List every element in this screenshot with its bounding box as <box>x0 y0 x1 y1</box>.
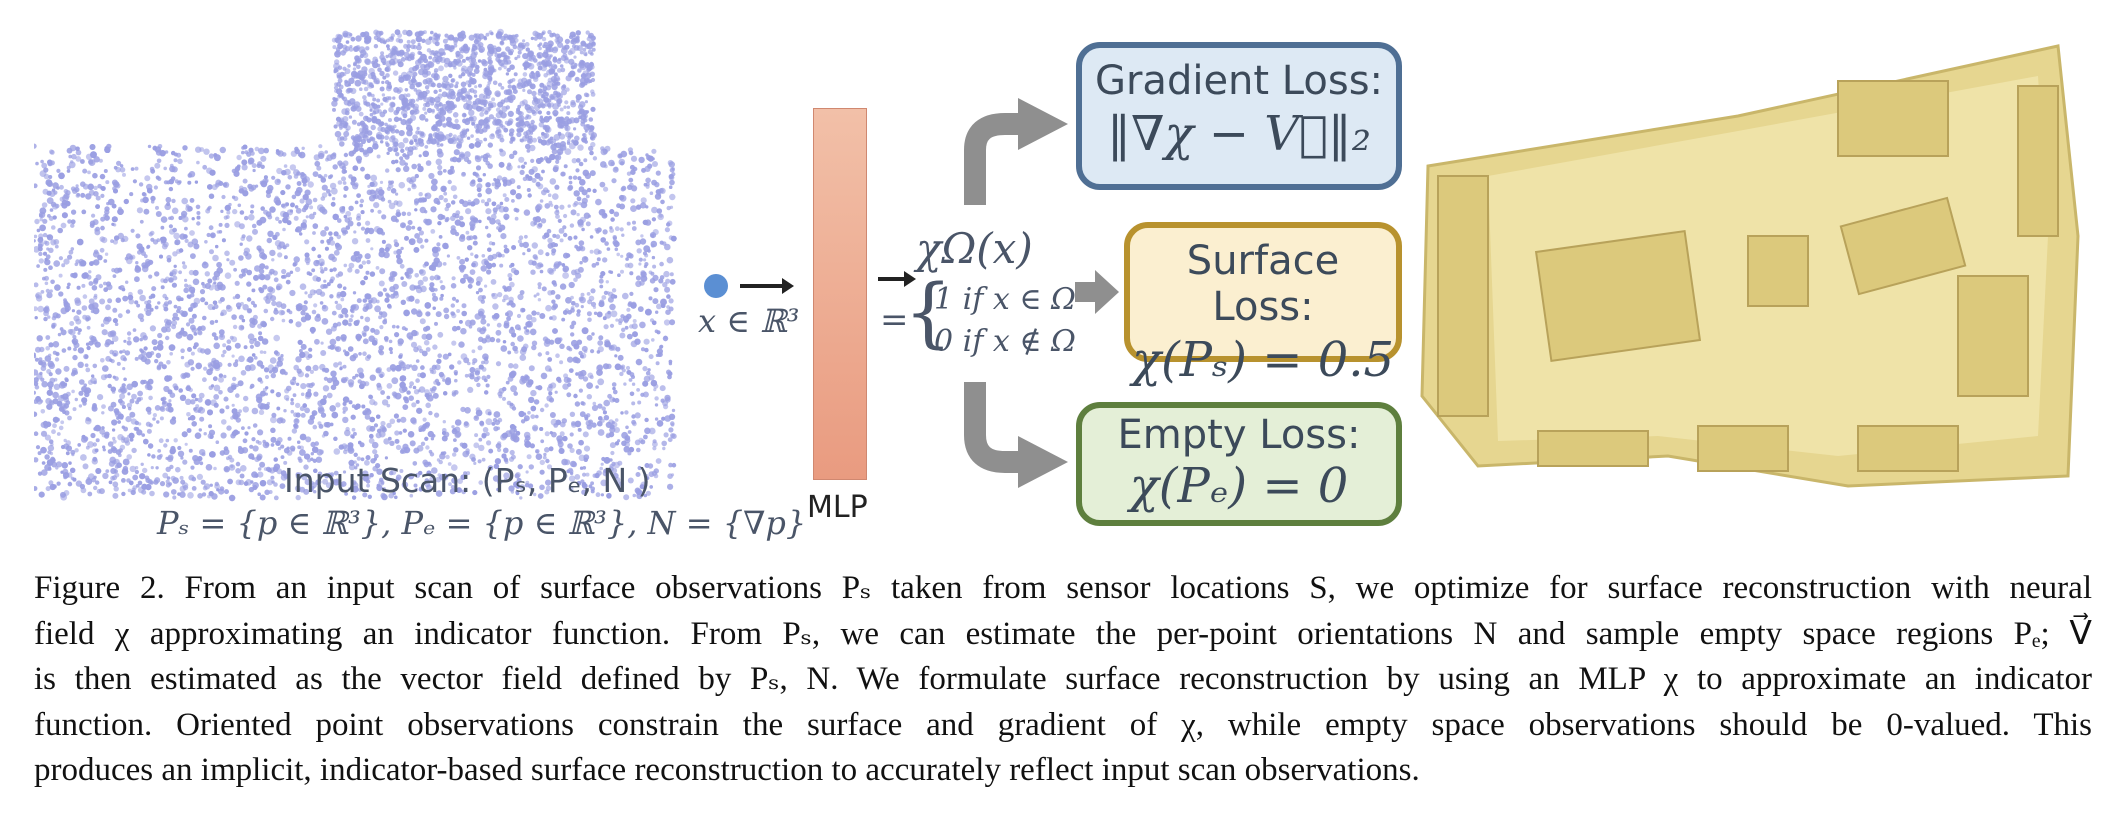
input-point-dot <box>704 274 728 298</box>
empty-loss-title: Empty Loss: <box>1117 412 1361 458</box>
figure-panel: x ∈ ℝ³ Input Scan: (Pₛ, Pₑ, N ) Pₛ = {p … <box>34 28 2080 542</box>
gradient-loss-title: Gradient Loss: <box>1094 58 1384 104</box>
surface-loss-title: Surface Loss: <box>1186 238 1340 330</box>
indicator-case-1: 1 if x ∈ Ω <box>934 282 1076 317</box>
mlp-output-arrow <box>878 271 916 287</box>
input-scan-title: Input Scan: (Pₛ, Pₑ, N ) <box>284 461 651 500</box>
caption-line-4: function. Oriented point observations co… <box>34 706 2092 743</box>
indicator-symbol: χΩ(x) <box>916 224 1033 273</box>
point-cloud-image <box>34 28 677 502</box>
gradient-loss-box: Gradient Loss: ‖∇χ − V⃗‖₂ <box>1076 42 1402 190</box>
empty-loss-box: Empty Loss: χ(Pₑ) = 0 <box>1076 402 1402 526</box>
mlp-label: MLP <box>807 490 868 525</box>
caption-line-1: Figure 2. From an input scan of surface … <box>34 570 2092 606</box>
caption-line-2: field χ approximating an indicator funct… <box>34 615 2092 652</box>
surface-loss-box: Surface Loss: χ(Pₛ) = 0.5 <box>1124 222 1402 388</box>
gradient-loss-formula: ‖∇χ − V⃗‖₂ <box>1106 106 1372 162</box>
figure-caption: Figure 2. From an input scan of surface … <box>34 566 2092 794</box>
indicator-equals: = <box>880 300 909 340</box>
reconstructed-mesh-image <box>1420 44 2080 488</box>
surface-arrow <box>1075 270 1119 314</box>
indicator-case-2: 0 if x ∉ Ω <box>934 324 1076 359</box>
input-scan-definition: Pₛ = {p ∈ ℝ³}, Pₑ = {p ∈ ℝ³}, N = {∇p} <box>157 504 807 542</box>
mlp-block <box>813 108 867 480</box>
caption-line-5: produces an implicit, indicator-based su… <box>34 752 1420 788</box>
branch-arrows <box>964 98 1068 488</box>
caption-line-3: is then estimated as the vector field de… <box>34 661 2092 697</box>
surface-loss-formula: χ(Pₛ) = 0.5 <box>1131 332 1395 388</box>
input-point-arrow <box>704 274 794 298</box>
empty-loss-formula: χ(Pₑ) = 0 <box>1129 458 1349 514</box>
input-point-label: x ∈ ℝ³ <box>698 302 800 340</box>
indicator-brace: { <box>904 267 953 356</box>
